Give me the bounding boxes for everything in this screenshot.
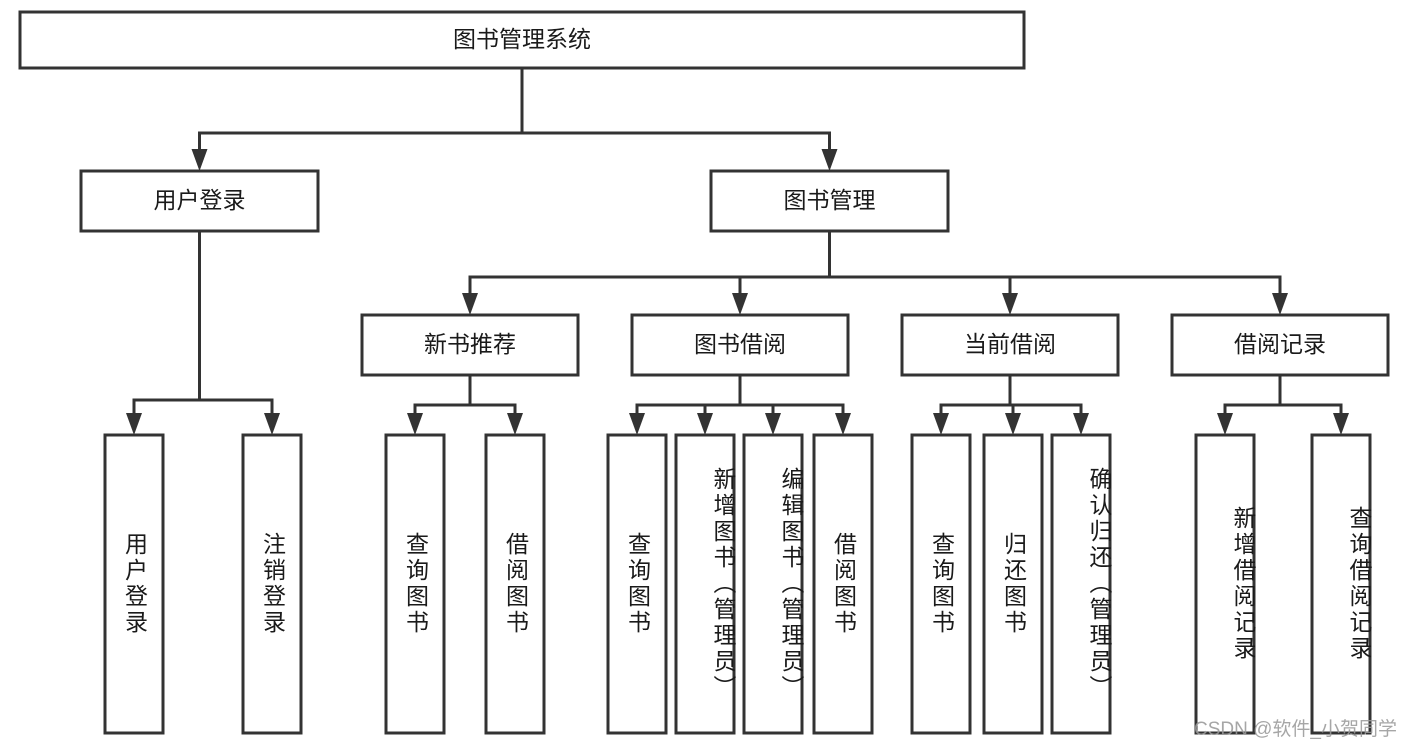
node-box-leaf-query-book-3[interactable]: [910, 433, 972, 735]
node-box-root[interactable]: [18, 10, 1026, 70]
connector-group-borrow-record: [1217, 373, 1349, 435]
arrow-head-leaf-edit-book: [765, 413, 781, 435]
arrow-head-leaf-add-book: [697, 413, 713, 435]
arrow-head-leaf-confirm-return: [1073, 413, 1089, 435]
node-borrow-record[interactable]: [1170, 313, 1390, 377]
arrow-head-leaf-user-login: [126, 413, 142, 435]
node-box-leaf-borrow-book-1[interactable]: [484, 433, 546, 735]
node-leaf-borrow-book-1[interactable]: [484, 433, 546, 735]
node-leaf-edit-book[interactable]: [742, 433, 804, 735]
arrow-head-leaf-borrow-book-1: [507, 413, 523, 435]
node-book-borrow[interactable]: [630, 313, 850, 377]
node-label-new-book-rec: 新书推荐: [424, 331, 516, 357]
node-box-leaf-confirm-return[interactable]: [1050, 433, 1112, 735]
arrow-head-leaf-query-record: [1333, 413, 1349, 435]
node-new-book-rec[interactable]: [360, 313, 580, 377]
node-leaf-query-book-2[interactable]: [606, 433, 668, 735]
arrow-head-new-book-rec: [462, 293, 478, 315]
node-box-leaf-user-login[interactable]: [103, 433, 165, 735]
node-box-leaf-borrow-book-2[interactable]: [812, 433, 874, 735]
connector-group-user-login: [126, 229, 280, 435]
node-box-book-manage[interactable]: [709, 169, 950, 233]
node-label-book-manage: 图书管理: [784, 187, 876, 213]
arrow-head-book-manage: [821, 149, 838, 171]
arrow-head-leaf-query-book-2: [629, 413, 645, 435]
connector-group-book-manage: [462, 229, 1288, 315]
node-root[interactable]: [18, 10, 1026, 70]
arrow-head-current-borrow: [1002, 293, 1018, 315]
node-leaf-query-book-1[interactable]: [384, 433, 446, 735]
node-box-user-login[interactable]: [79, 169, 320, 233]
connector-group-current-borrow: [933, 373, 1089, 435]
arrow-head-leaf-logout: [264, 413, 280, 435]
node-box-leaf-logout[interactable]: [241, 433, 303, 735]
arrow-head-leaf-borrow-book-2: [835, 413, 851, 435]
node-leaf-add-book[interactable]: [674, 433, 736, 735]
node-box-leaf-query-book-1[interactable]: [384, 433, 446, 735]
node-label-user-login: 用户登录: [154, 187, 246, 213]
node-box-leaf-return-book[interactable]: [982, 433, 1044, 735]
arrow-head-leaf-query-book-1: [407, 413, 423, 435]
node-label-current-borrow: 当前借阅: [964, 331, 1056, 357]
arrow-head-leaf-query-book-3: [933, 413, 949, 435]
node-leaf-confirm-return[interactable]: [1050, 433, 1112, 735]
node-book-manage[interactable]: [709, 169, 950, 233]
node-box-borrow-record[interactable]: [1170, 313, 1390, 377]
arrow-head-book-borrow: [732, 293, 748, 315]
node-box-leaf-edit-book[interactable]: [742, 433, 804, 735]
node-leaf-query-book-3[interactable]: [910, 433, 972, 735]
node-current-borrow[interactable]: [900, 313, 1120, 377]
node-label-borrow-record: 借阅记录: [1234, 331, 1326, 357]
node-box-current-borrow[interactable]: [900, 313, 1120, 377]
node-leaf-borrow-book-2[interactable]: [812, 433, 874, 735]
connector-group-root: [191, 66, 838, 171]
connector-group-new-book-rec: [407, 373, 523, 435]
node-label-book-borrow: 图书借阅: [694, 331, 786, 357]
arrow-head-borrow-record: [1272, 293, 1288, 315]
arrow-head-user-login: [191, 149, 208, 171]
node-leaf-user-login[interactable]: [103, 433, 165, 735]
node-leaf-logout[interactable]: [241, 433, 303, 735]
node-box-book-borrow[interactable]: [630, 313, 850, 377]
node-box-new-book-rec[interactable]: [360, 313, 580, 377]
node-box-leaf-query-book-2[interactable]: [606, 433, 668, 735]
node-leaf-return-book[interactable]: [982, 433, 1044, 735]
arrow-head-leaf-return-book: [1005, 413, 1021, 435]
node-box-leaf-add-record[interactable]: [1194, 433, 1256, 735]
node-box-leaf-query-record[interactable]: [1310, 433, 1372, 735]
node-label-root: 图书管理系统: [453, 26, 591, 52]
node-box-leaf-add-book[interactable]: [674, 433, 736, 735]
node-leaf-add-record[interactable]: [1194, 433, 1256, 735]
node-user-login[interactable]: [79, 169, 320, 233]
arrow-head-leaf-add-record: [1217, 413, 1233, 435]
node-leaf-query-record[interactable]: [1310, 433, 1372, 735]
connector-group-book-borrow: [629, 373, 851, 435]
